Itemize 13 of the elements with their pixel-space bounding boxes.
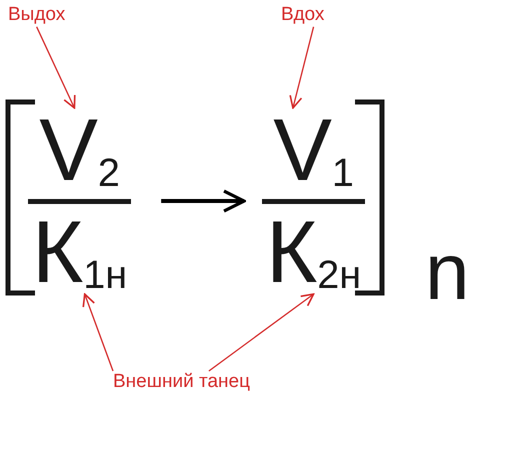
annotation-text: Вдох bbox=[281, 4, 324, 27]
leader-arrow bbox=[82, 293, 114, 372]
annotation-text: Внешний танец bbox=[113, 371, 250, 394]
numerator: V$_{2}$ bbox=[38, 108, 121, 193]
numerator: V$_{1}$ bbox=[272, 108, 355, 193]
arrow bbox=[161, 189, 246, 213]
leader-arrow bbox=[289, 26, 314, 109]
denominator: К$_{2н}$ bbox=[265, 210, 362, 294]
leader-arrow bbox=[36, 26, 76, 109]
leader-arrow bbox=[208, 293, 314, 372]
denominator: К$_{1н}$ bbox=[31, 210, 128, 294]
annotation-text: Выдох bbox=[8, 4, 66, 27]
exponent-label: n bbox=[425, 232, 470, 312]
